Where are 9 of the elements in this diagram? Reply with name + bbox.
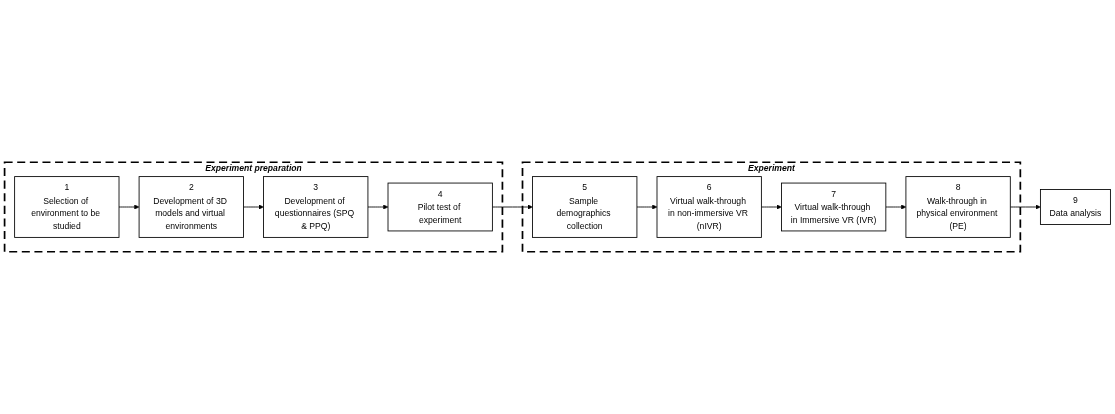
node-box: 7 Virtual walk-through in Immersive VR (IVR) [781, 182, 887, 232]
node-box: 6 Virtual walk-through in non-immersive VR (nIVR) [656, 176, 762, 238]
node-box: 8 Walk-through in physical environment (PE) [905, 176, 1011, 238]
node-box: 3 Development of questionnaires (SPQ & PPQ) [263, 176, 369, 238]
node-box: 5 Sample demographics collection [532, 176, 638, 238]
node-box: 2 Development of 3D models and virtual environments [138, 176, 244, 238]
node-box: 4 Pilot test of experiment [387, 182, 493, 232]
node-box: 9 Data analysis [1040, 189, 1111, 225]
node-box: 1 Selection of environment to be studied [14, 176, 120, 238]
